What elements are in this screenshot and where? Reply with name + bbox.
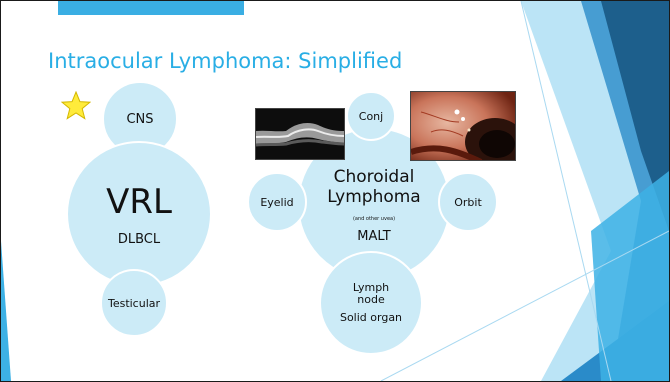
lymphoma-label: Lymphoma — [299, 187, 449, 207]
oct-scan-graphic — [256, 109, 344, 159]
eye-photo — [410, 91, 516, 161]
slide-title: Intraocular Lymphoma: Simplified — [48, 49, 402, 73]
eyelid-bubble: Eyelid — [247, 172, 307, 232]
testicular-bubble: Testicular — [100, 269, 168, 337]
vrl-title: VRL — [106, 182, 172, 222]
cns-label: CNS — [126, 112, 153, 127]
oct-scan-image — [255, 108, 345, 160]
eyelid-label: Eyelid — [260, 196, 293, 209]
eye-photo-graphic — [411, 92, 515, 160]
testicular-label: Testicular — [108, 297, 160, 310]
top-accent-bar — [58, 1, 244, 15]
star-icon — [61, 91, 91, 121]
malt-label: MALT — [299, 229, 449, 244]
orbit-label: Orbit — [454, 196, 482, 209]
conj-bubble: Conj — [346, 91, 396, 141]
other-uvea-note: (and other uvea) — [299, 216, 449, 222]
dlbcl-label: DLBCL — [118, 232, 160, 247]
orbit-bubble: Orbit — [438, 172, 498, 232]
node-label: node — [357, 294, 384, 306]
choroidal-label: Choroidal — [299, 167, 449, 187]
solid-organ-label: Solid organ — [340, 312, 402, 324]
conj-label: Conj — [359, 110, 383, 123]
vrl-bubble: VRL DLBCL — [66, 141, 212, 287]
facet-left-sliver — [1, 241, 11, 381]
lymph-node-bubble: Lymph node Solid organ — [319, 251, 423, 355]
